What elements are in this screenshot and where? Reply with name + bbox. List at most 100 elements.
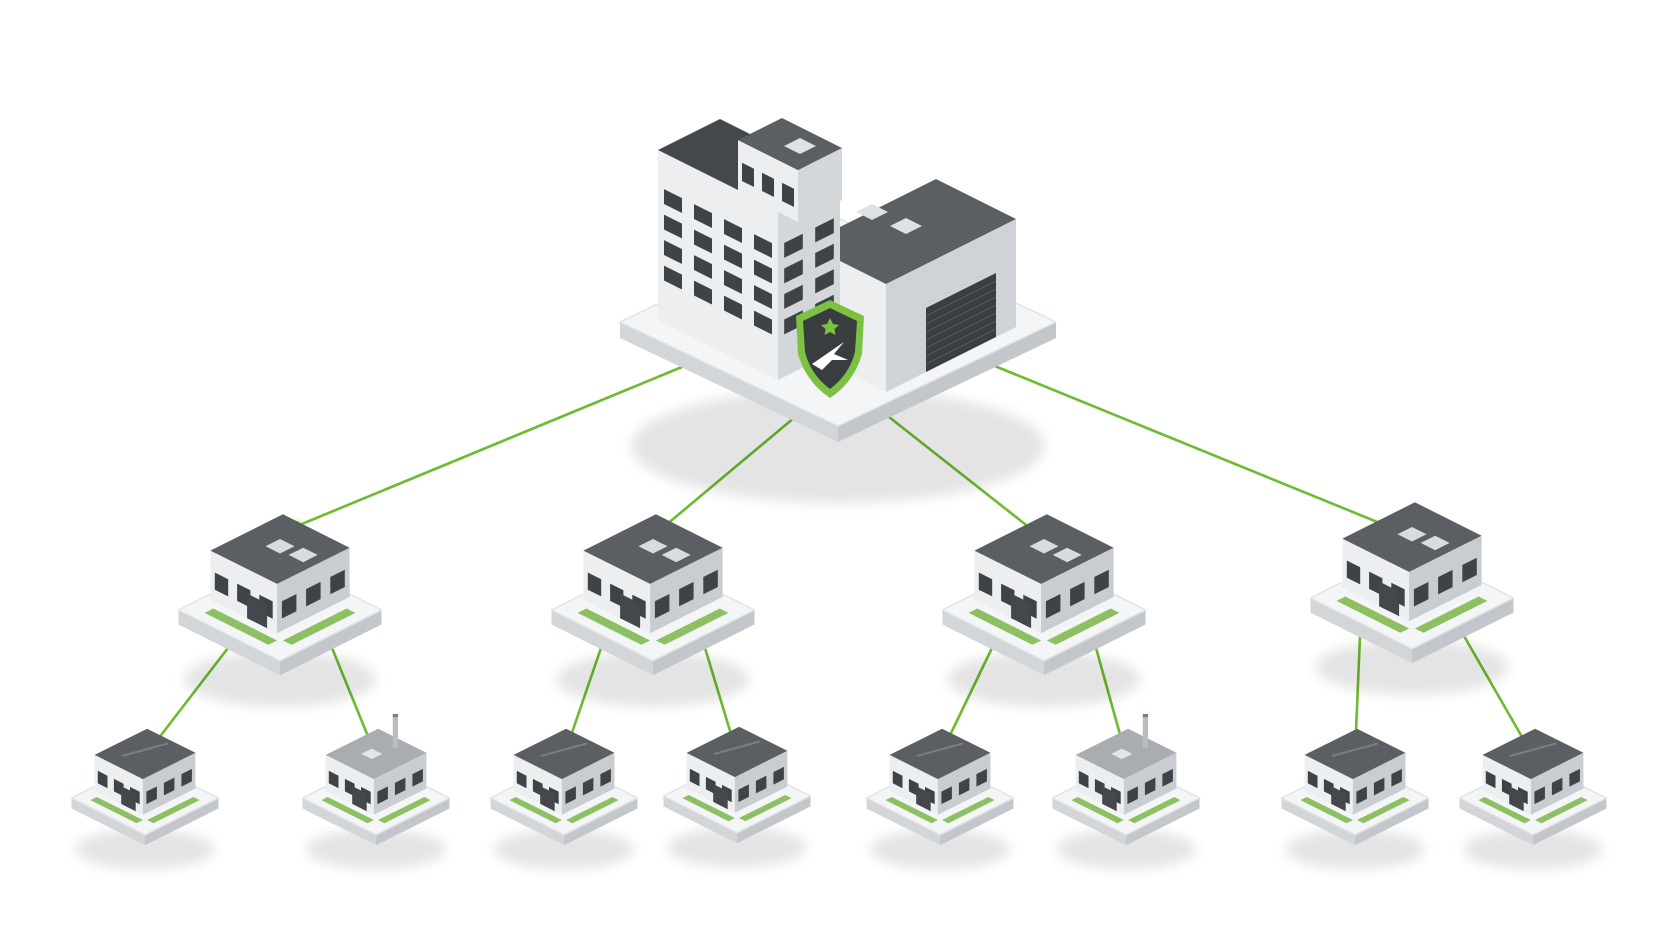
- window: [1127, 786, 1138, 805]
- platform-side-right: [737, 796, 811, 844]
- grass-strip: [1071, 797, 1124, 824]
- window: [582, 777, 594, 796]
- door-slat: [925, 280, 997, 317]
- office-window: [724, 219, 742, 243]
- grass-strip: [968, 608, 1042, 645]
- connector-line: [295, 360, 696, 528]
- grass-strip: [566, 797, 619, 824]
- roof-ridge: [713, 740, 761, 756]
- window: [1551, 777, 1563, 796]
- rooftop-unit: [1397, 527, 1427, 542]
- rooftop-unit: [288, 547, 318, 563]
- window: [181, 768, 192, 787]
- window: [587, 572, 602, 597]
- platform-side-left: [620, 322, 838, 442]
- office-window: [694, 229, 712, 254]
- grass-strip: [1128, 797, 1181, 824]
- door-slat: [925, 328, 997, 365]
- window: [1162, 768, 1173, 787]
- window: [1462, 557, 1477, 583]
- local-site: [1280, 728, 1430, 870]
- door-slat: [925, 312, 997, 349]
- grass-strip: [1414, 596, 1488, 633]
- roof-ridge: [1331, 742, 1379, 758]
- office-window: [784, 284, 803, 309]
- window: [1307, 770, 1318, 789]
- regional-site: [550, 514, 756, 708]
- window: [1501, 778, 1512, 797]
- window: [146, 786, 157, 805]
- office-window: [724, 244, 742, 269]
- office-window: [754, 234, 772, 258]
- window: [958, 777, 970, 796]
- shield-body: [803, 308, 857, 389]
- platform-side-right: [653, 610, 755, 676]
- grass-strip: [1300, 797, 1353, 824]
- window: [703, 569, 718, 595]
- window: [330, 569, 345, 595]
- window: [1369, 571, 1383, 596]
- window: [738, 784, 749, 803]
- window: [1001, 583, 1015, 608]
- window: [773, 766, 784, 785]
- garage-door: [540, 786, 555, 812]
- garage-door: [121, 786, 136, 812]
- window: [1413, 582, 1429, 607]
- grass-strip: [885, 797, 938, 824]
- platform-side-left: [663, 796, 737, 844]
- chimney-cap: [392, 714, 399, 718]
- penthouse-window: [742, 162, 754, 187]
- star-icon: [821, 318, 839, 335]
- platform-side-left: [490, 798, 564, 846]
- office-window: [784, 259, 803, 284]
- platform-side-left: [178, 610, 280, 676]
- window: [1078, 770, 1089, 789]
- grass-strip: [509, 797, 562, 824]
- office-window: [664, 265, 682, 290]
- platform-side-right: [1355, 798, 1429, 846]
- rooftop-unit: [638, 539, 668, 554]
- window: [978, 572, 993, 597]
- rooftop-unit: [1052, 547, 1082, 563]
- window: [306, 581, 321, 607]
- regional-site: [177, 514, 383, 708]
- grass-strip: [577, 608, 651, 645]
- window: [892, 770, 903, 789]
- rooftop-unit: [856, 204, 888, 220]
- platform-side-right: [1126, 798, 1200, 846]
- platform-shadow: [1315, 639, 1509, 696]
- garage-door: [713, 784, 728, 810]
- platform-side-left: [1459, 798, 1533, 846]
- platform-side-left: [1281, 798, 1355, 846]
- platform-shadow: [183, 651, 377, 708]
- local-site: [1458, 728, 1608, 870]
- garage-door: [1102, 786, 1117, 812]
- window: [1534, 786, 1545, 805]
- platform-shadow: [306, 829, 446, 870]
- penthouse-right: [798, 148, 842, 222]
- grass-strip: [1046, 608, 1120, 645]
- factory-site: [1051, 714, 1201, 870]
- window: [532, 778, 543, 797]
- platform-side-right: [1412, 598, 1514, 664]
- local-site: [70, 728, 220, 870]
- window: [1323, 778, 1334, 797]
- office-window: [694, 204, 712, 228]
- platform-shadow: [630, 388, 1046, 504]
- window: [328, 770, 339, 789]
- platform-side-right: [564, 798, 638, 846]
- regional-site: [1309, 502, 1515, 696]
- grass-strip: [378, 797, 431, 824]
- shield-icon: [796, 300, 864, 398]
- building-roof: [94, 728, 196, 780]
- rooftop-unit: [1029, 539, 1059, 554]
- platform-side-right: [1044, 610, 1146, 676]
- rooftop-unit: [265, 539, 295, 554]
- door-slat: [925, 304, 997, 341]
- local-site: [489, 728, 639, 870]
- window: [1094, 778, 1105, 797]
- garage-door: [620, 593, 641, 629]
- window: [1045, 594, 1061, 619]
- platform-side-right: [376, 798, 450, 846]
- grass-strip: [655, 608, 729, 645]
